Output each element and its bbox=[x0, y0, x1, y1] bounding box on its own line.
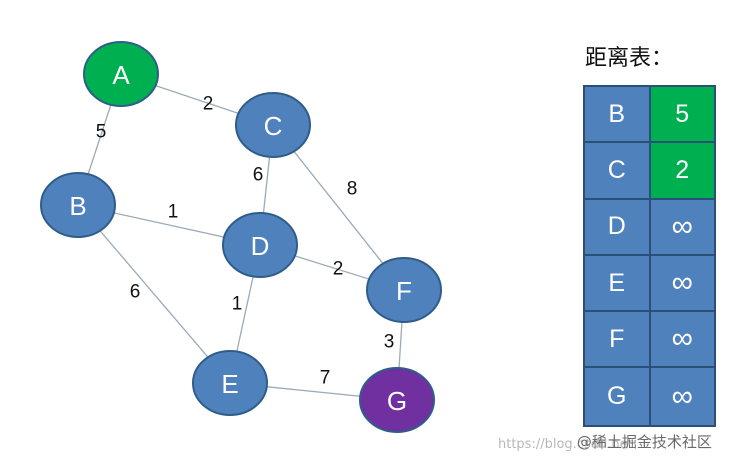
distance-value-e: ∞ bbox=[650, 255, 714, 311]
node-b: B bbox=[40, 172, 116, 238]
distance-node-b: B bbox=[585, 87, 651, 142]
distance-value-b: 5 bbox=[650, 87, 714, 142]
watermark: https://blog.csdn.net @稀土掘金技术社区 bbox=[498, 432, 712, 453]
edge-weight-b-d: 1 bbox=[168, 202, 179, 223]
node-b-label: B bbox=[69, 191, 86, 221]
distance-value-f: ∞ bbox=[650, 312, 714, 367]
node-e: E bbox=[192, 350, 268, 416]
distance-node-c: C bbox=[585, 143, 651, 198]
node-c: C bbox=[235, 92, 311, 158]
distance-row-g: G∞ bbox=[585, 368, 714, 425]
node-f-label: F bbox=[396, 276, 412, 306]
node-d-circle bbox=[222, 212, 298, 278]
distance-node-e: E bbox=[585, 255, 651, 311]
distance-row-e: E∞ bbox=[585, 255, 714, 313]
node-f-circle bbox=[366, 257, 442, 323]
node-g: G bbox=[359, 367, 435, 433]
edge-weight-b-e: 6 bbox=[130, 282, 141, 303]
edge-weight-e-g: 7 bbox=[320, 368, 331, 389]
edge-weight-a-b: 5 bbox=[96, 122, 107, 143]
node-a-label: A bbox=[112, 60, 130, 90]
node-f: F bbox=[366, 257, 442, 323]
distance-value-c: 2 bbox=[650, 143, 714, 198]
node-d-label: D bbox=[251, 231, 270, 261]
node-d: D bbox=[222, 212, 298, 278]
node-c-circle bbox=[235, 92, 311, 158]
edge-weight-d-e: 1 bbox=[232, 294, 243, 315]
weights-layer: 2 5 6 8 1 6 2 1 7 3 bbox=[96, 94, 395, 389]
edge-weight-a-c: 2 bbox=[203, 94, 214, 115]
edge-weight-c-f: 8 bbox=[347, 179, 358, 200]
node-a: A bbox=[83, 41, 159, 107]
node-e-circle bbox=[192, 350, 268, 416]
edge-weight-c-d: 6 bbox=[253, 165, 264, 186]
watermark-url: https://blog.csdn.net bbox=[498, 437, 633, 452]
node-g-circle bbox=[359, 367, 435, 433]
node-c-label: C bbox=[264, 111, 283, 141]
node-b-circle bbox=[40, 172, 116, 238]
watermark-brand: @稀土掘金技术社区 bbox=[576, 433, 712, 451]
distance-table-title: 距离表： bbox=[585, 46, 674, 71]
distance-node-f: F bbox=[585, 312, 651, 367]
node-a-circle bbox=[83, 41, 159, 107]
distance-node-g: G bbox=[585, 368, 651, 425]
node-g-label: G bbox=[387, 386, 407, 416]
distance-value-d: ∞ bbox=[650, 199, 714, 254]
distance-row-f: F∞ bbox=[585, 312, 714, 369]
edge-weight-d-f: 2 bbox=[333, 259, 344, 280]
distance-row-d: D∞ bbox=[585, 199, 714, 256]
edge-weight-f-g: 3 bbox=[384, 332, 395, 353]
distance-node-d: D bbox=[585, 199, 651, 254]
edge-c-f bbox=[272, 124, 405, 291]
nodes-layer: A B C D E F G bbox=[40, 41, 442, 433]
node-e-label: E bbox=[221, 369, 238, 399]
edge-b-e bbox=[77, 204, 231, 384]
distance-value-g: ∞ bbox=[650, 368, 714, 425]
